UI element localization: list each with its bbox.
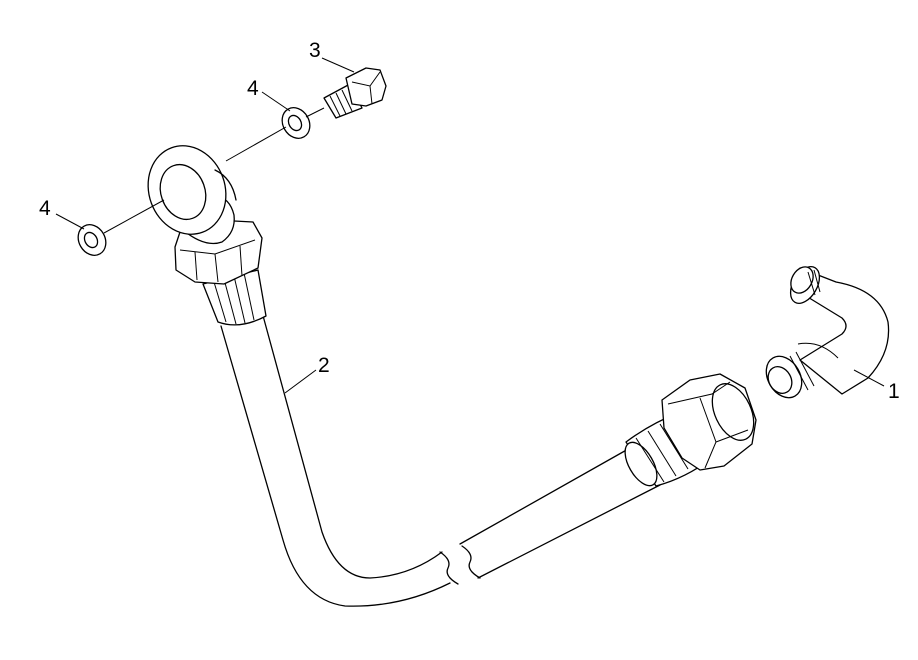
pipe-tube <box>220 311 661 607</box>
callout-label-2: 2 <box>318 354 330 377</box>
lower-hex-nut <box>661 373 757 471</box>
callout-label-3: 3 <box>309 39 321 62</box>
sealing-washer-upper <box>281 107 311 139</box>
assembly-axis-lines <box>103 107 325 234</box>
banjo-eye-fitting <box>147 145 237 245</box>
pipe-assembly <box>147 145 757 607</box>
elbow-union-fitting <box>765 266 890 399</box>
callout-label-1: 1 <box>888 380 900 403</box>
sealing-washer-left <box>77 224 107 256</box>
callout-label-4-left: 4 <box>39 197 51 220</box>
callout-leader-lines <box>55 57 885 394</box>
callout-label-4-upper: 4 <box>247 77 259 100</box>
banjo-bolt <box>323 67 387 119</box>
